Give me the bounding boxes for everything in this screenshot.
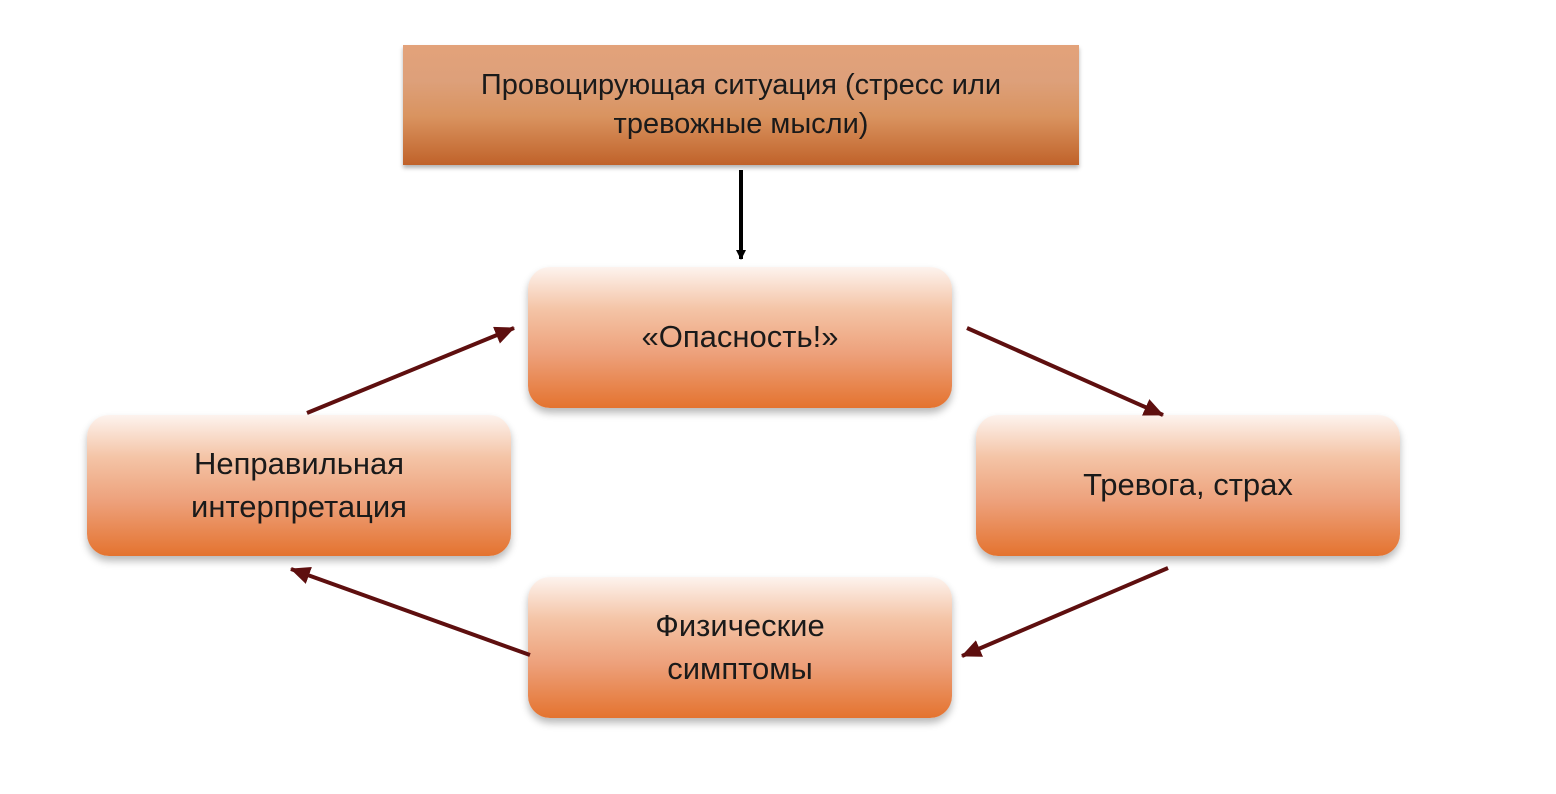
danger-node-label: «Опасность!» (641, 319, 839, 355)
misinterpretation-node-label: Неправильная интерпретация (191, 446, 407, 524)
symptoms-node-label: Физические симптомы (655, 608, 825, 686)
trigger-node-label: Провоцирующая ситуация (стресс или трево… (480, 68, 1002, 140)
trigger-node: Провоцирующая ситуация (стресс или трево… (403, 45, 1079, 165)
symptoms-node: Физические симптомы (528, 577, 952, 718)
arrow-misinterpretation-to-danger (306, 326, 515, 415)
anxiety-node: Тревога, страх (976, 415, 1400, 556)
misinterpretation-node: Неправильная интерпретация (87, 415, 511, 556)
arrow-danger-to-anxiety (966, 326, 1164, 417)
anxiety-node-label: Тревога, страх (1083, 467, 1293, 503)
danger-node: «Опасность!» (528, 267, 952, 408)
arrow-symptoms-to-misinterpretation (290, 566, 531, 657)
arrow-anxiety-to-symptoms (961, 566, 1169, 658)
